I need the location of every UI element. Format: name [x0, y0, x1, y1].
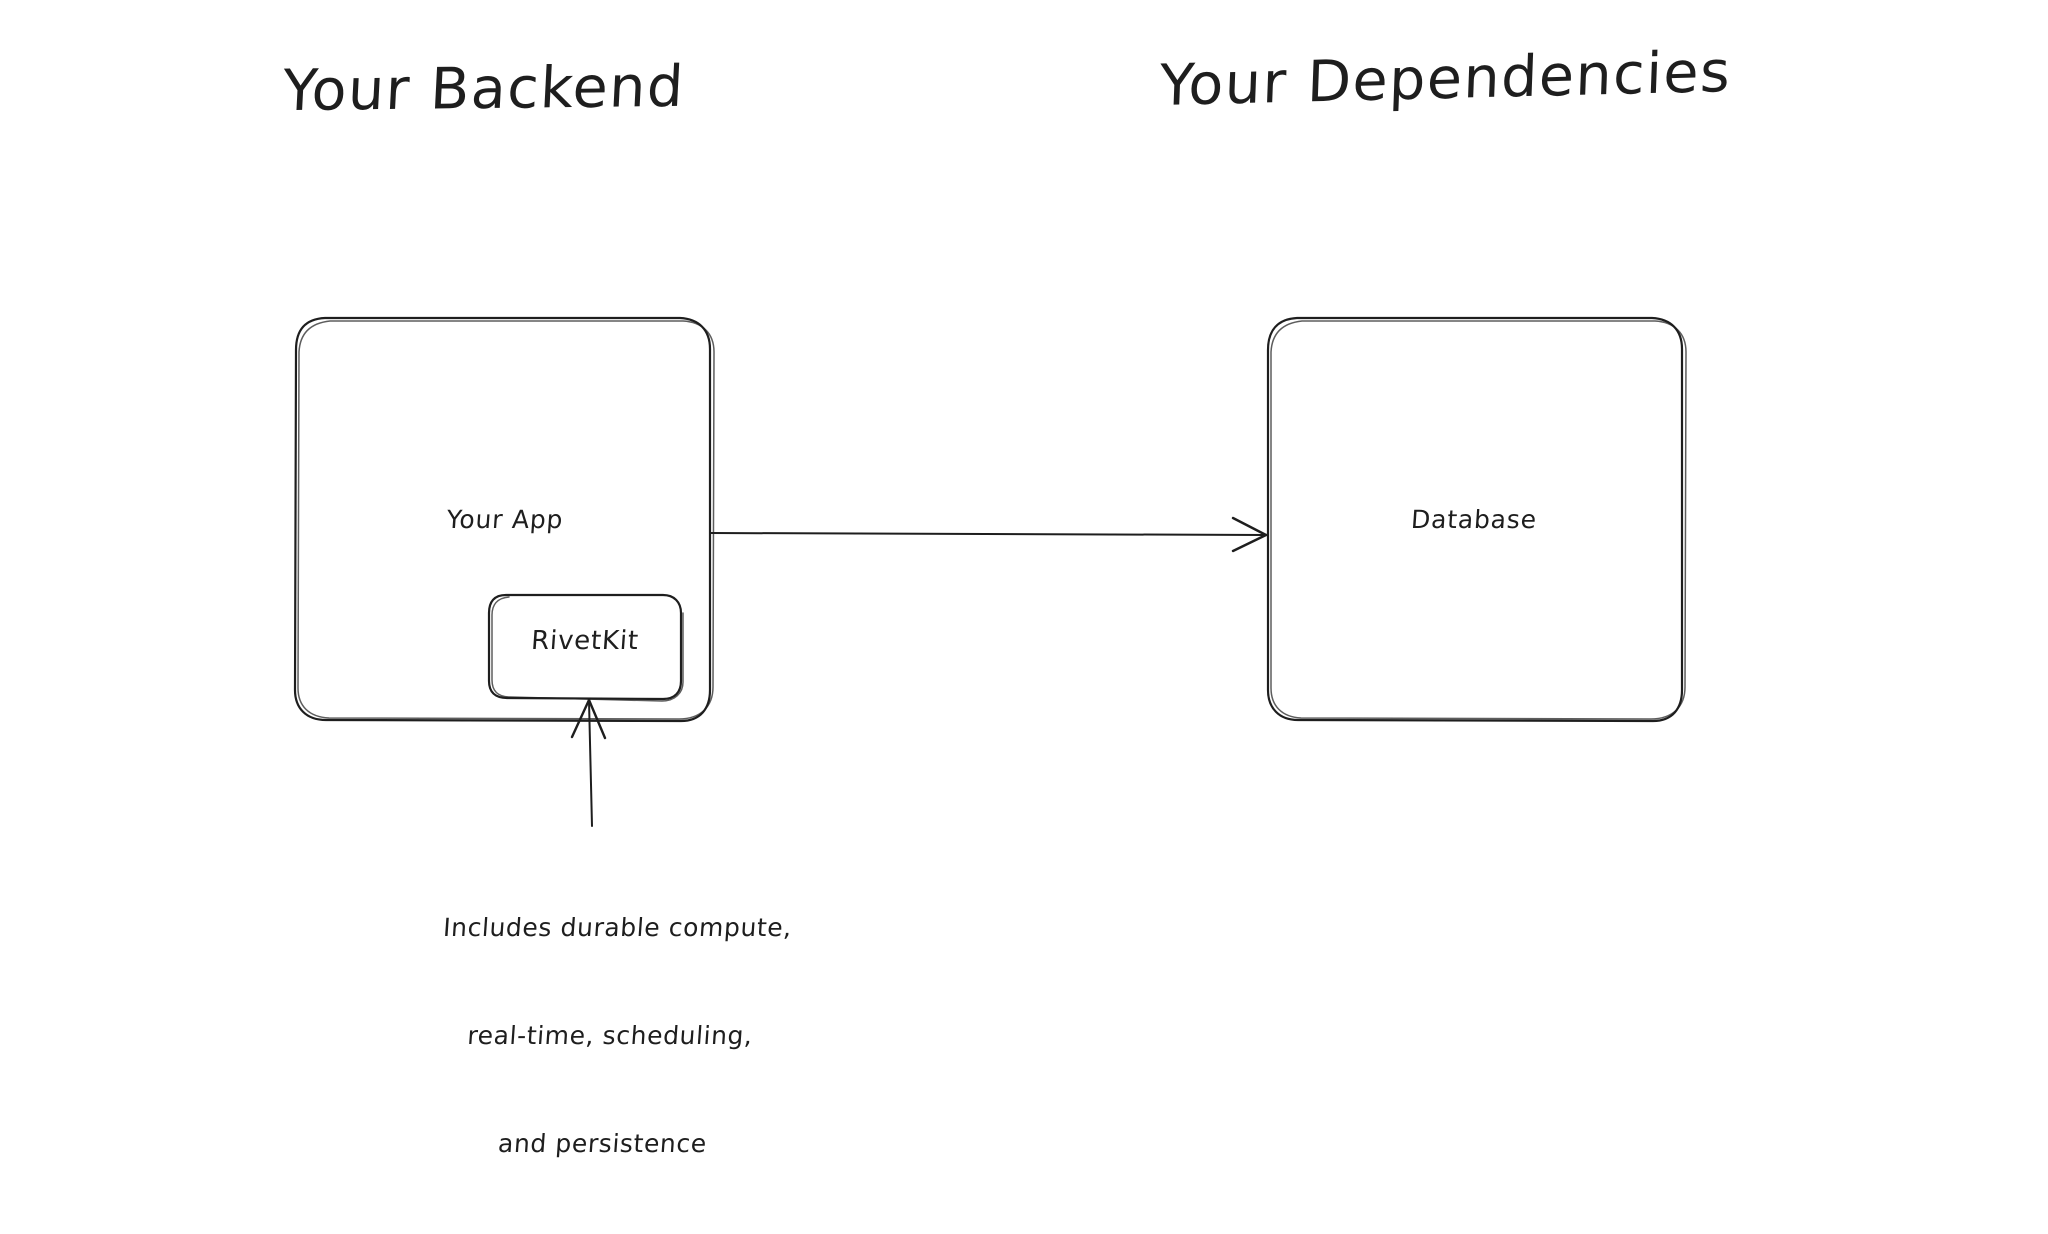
group-title-backend: Your Backend: [281, 53, 687, 125]
caption-line-2: real-time, scheduling,: [466, 1021, 754, 1050]
node-database-shape[interactable]: [1266, 316, 1687, 723]
caption-line-3: and persistence: [497, 1129, 708, 1158]
connector-app-to-database[interactable]: [710, 516, 1268, 553]
group-title-dependencies: Your Dependencies: [1158, 39, 1733, 119]
node-label-your-app: Your App: [445, 505, 565, 534]
node-label-database: Database: [1410, 505, 1538, 534]
node-rivetkit-shape[interactable]: [487, 593, 684, 702]
caption-note: Includes durable compute, real-time, sch…: [346, 838, 874, 1234]
connector-caption-to-rivetkit[interactable]: [570, 698, 607, 827]
sketch-layer: [293, 316, 1687, 827]
node-label-rivetkit: RivetKit: [530, 626, 640, 656]
node-your-app-shape[interactable]: [293, 316, 715, 723]
caption-line-1: Includes durable compute,: [442, 913, 793, 942]
diagram-canvas: Your Backend Your Dependencies Your App …: [281, 39, 1733, 1158]
